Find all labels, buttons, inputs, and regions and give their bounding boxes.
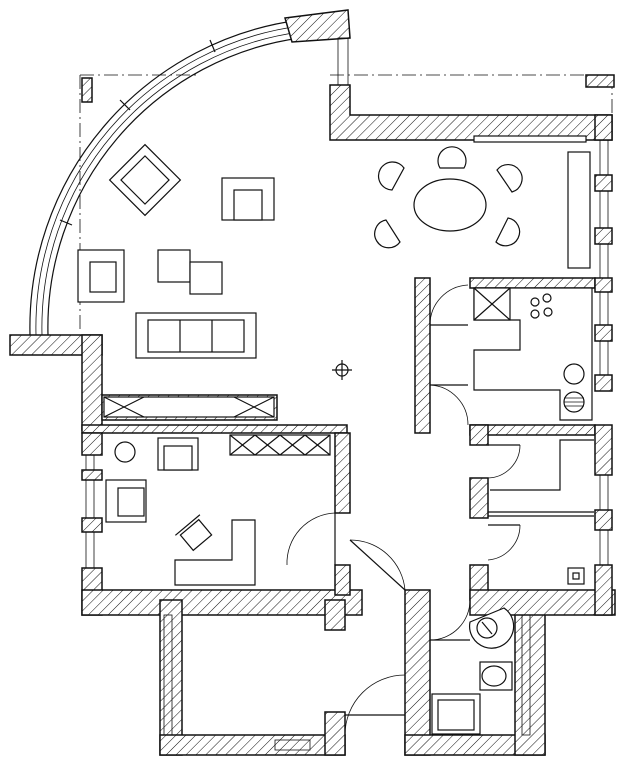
dining-chair — [437, 146, 467, 169]
side-table — [157, 249, 191, 283]
bookshelf — [229, 434, 331, 456]
corner-desk — [174, 519, 256, 586]
windows — [85, 37, 609, 751]
armchair-rotated — [108, 143, 182, 217]
hob-burner — [530, 297, 540, 307]
kitchen-fittings — [473, 287, 593, 421]
sink — [563, 363, 585, 385]
centre-marker — [332, 360, 352, 380]
dining-set — [374, 135, 591, 269]
pantry-shelves — [488, 439, 594, 585]
washbasin — [469, 607, 515, 649]
shelf — [473, 135, 587, 143]
sideboard — [103, 396, 275, 418]
living-room-furniture — [77, 143, 275, 418]
walls — [9, 9, 616, 756]
bathroom-fittings — [431, 607, 515, 735]
side-table-2 — [189, 261, 223, 295]
curved-window-wall — [29, 19, 301, 336]
desk-chair — [175, 514, 213, 552]
cabinet — [567, 151, 591, 269]
plant — [114, 441, 136, 463]
doors — [286, 284, 521, 736]
dining-table — [413, 178, 487, 232]
office-furniture — [105, 434, 331, 586]
